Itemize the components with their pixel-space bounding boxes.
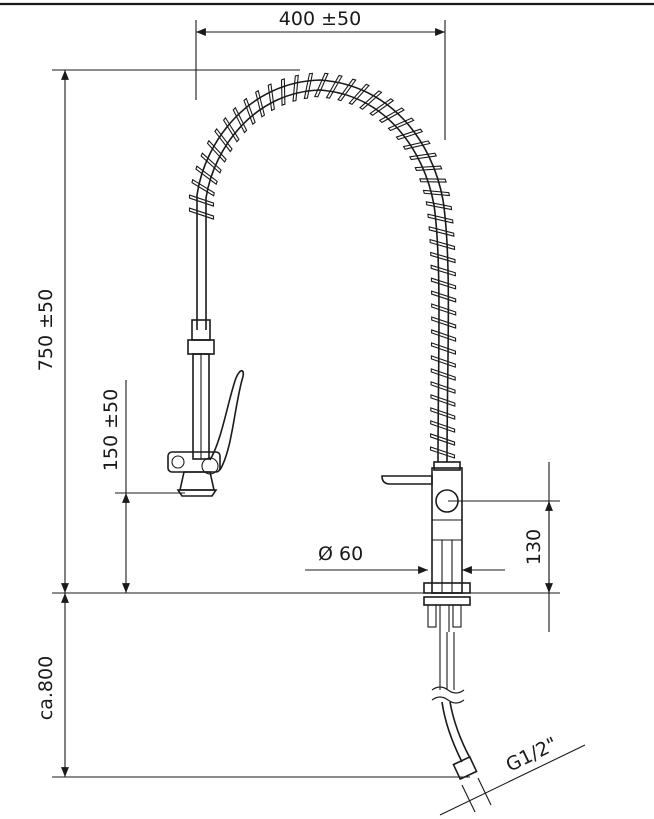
spring-coil	[431, 290, 457, 303]
spring-coil	[255, 89, 266, 118]
spring-coil	[313, 72, 329, 98]
cartridge-knob	[435, 489, 459, 513]
height-dimension-label: 750 ±50	[35, 289, 57, 371]
width-dimension-label: 400 ±50	[279, 8, 361, 30]
spring-coil	[337, 78, 357, 102]
spring-coil	[369, 98, 395, 116]
spring-coil	[430, 264, 456, 277]
spray-height-dimension: 150 ±50	[100, 380, 185, 593]
spring-coil	[430, 420, 456, 433]
trigger-handle	[209, 369, 245, 471]
spray-height-label: 150 ±50	[100, 389, 122, 471]
spring-coil	[280, 78, 286, 106]
spring-coil	[359, 90, 383, 110]
spring-coil	[188, 194, 215, 207]
spray-head	[167, 319, 245, 497]
hose-length-label: ca.800	[35, 656, 57, 720]
spring-coil	[395, 128, 424, 141]
spring-coil	[429, 238, 456, 251]
spring-coil	[325, 74, 343, 99]
spring-coil	[303, 72, 314, 100]
spring-coil	[430, 394, 456, 407]
spring-coil	[195, 165, 218, 186]
base-diameter-label: 60	[339, 543, 363, 565]
spring-coil	[430, 342, 457, 355]
spring-coils	[188, 72, 457, 459]
height-dimension: 750 ±50	[35, 69, 300, 593]
hose-length-dimension: ca.800	[35, 593, 470, 778]
base-diameter-symbol: Ø	[318, 543, 333, 565]
spring-coil	[422, 189, 451, 197]
spring-coil	[222, 116, 240, 143]
spring-coil	[425, 201, 453, 211]
spring-coil	[430, 368, 456, 381]
spring-coil	[409, 152, 438, 161]
spring-coil	[191, 178, 215, 197]
spring-coil	[431, 316, 457, 329]
spring-coil	[430, 433, 456, 446]
spring-coil	[428, 226, 455, 237]
spring-coil	[188, 207, 215, 220]
base-diameter-dimension: Ø 60	[305, 543, 505, 574]
spring-coil	[378, 107, 405, 124]
spring-coil	[348, 83, 370, 105]
faucet-body	[381, 461, 478, 781]
base-height-label: 130	[523, 529, 545, 565]
lever-handle	[381, 475, 433, 485]
spring-coil	[387, 117, 415, 132]
thread-dimension: G1/2"	[439, 733, 586, 816]
spring-coil	[430, 251, 456, 264]
spring-hose	[188, 72, 457, 463]
spring-coil	[292, 74, 299, 102]
spring-coil	[427, 213, 454, 224]
spring-coil	[267, 83, 275, 112]
width-dimension: 400 ±50	[195, 8, 446, 140]
base-height-dimension: 130	[448, 462, 560, 632]
spring-coil	[430, 355, 456, 368]
thread-label: G1/2"	[503, 733, 561, 776]
spring-coil	[429, 446, 456, 459]
spring-coil	[419, 178, 447, 183]
spring-coil	[206, 139, 227, 163]
spring-coil	[200, 152, 222, 174]
spring-coil	[431, 303, 457, 316]
spring-coil	[430, 277, 457, 290]
spring-coil	[214, 127, 233, 153]
spring-coil	[430, 381, 456, 394]
spring-coil	[414, 165, 443, 171]
spring-coil	[431, 329, 457, 342]
spring-coil	[243, 97, 256, 126]
spring-coil	[402, 140, 431, 150]
spring-coil	[430, 407, 456, 420]
spring-coil	[232, 106, 248, 134]
